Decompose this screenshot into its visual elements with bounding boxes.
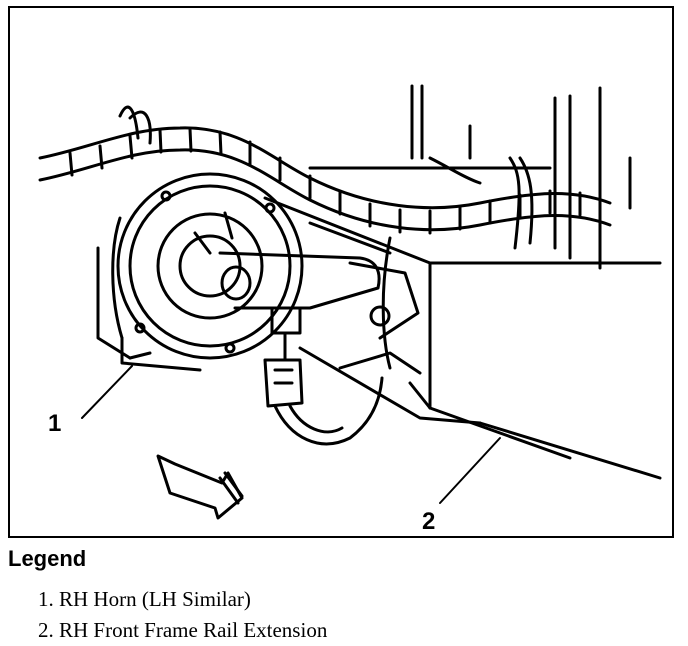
callout-2-leader bbox=[439, 437, 501, 504]
horn-bracket bbox=[218, 251, 420, 340]
legend-item-1: 1. RH Horn (LH Similar) bbox=[38, 587, 251, 611]
body-structure bbox=[308, 84, 632, 270]
forward-arrow bbox=[156, 454, 244, 520]
callout-2: 2 bbox=[422, 508, 436, 535]
legend-item-2: 2. RH Front Frame Rail Extension bbox=[38, 618, 328, 642]
illustration-frame: 1 2 bbox=[8, 6, 674, 538]
legend-list: 1. RH Horn (LH Similar) 2. RH Front Fram… bbox=[38, 584, 327, 646]
rh-horn bbox=[96, 172, 304, 372]
callout-1-leader bbox=[81, 365, 133, 419]
horn-connector bbox=[263, 306, 384, 446]
horn-location-illustration bbox=[38, 84, 662, 520]
frame-rail-extension bbox=[263, 196, 662, 480]
wiring-harness bbox=[38, 105, 612, 250]
legend-title: Legend bbox=[8, 546, 87, 571]
callout-1: 1 bbox=[48, 410, 62, 437]
